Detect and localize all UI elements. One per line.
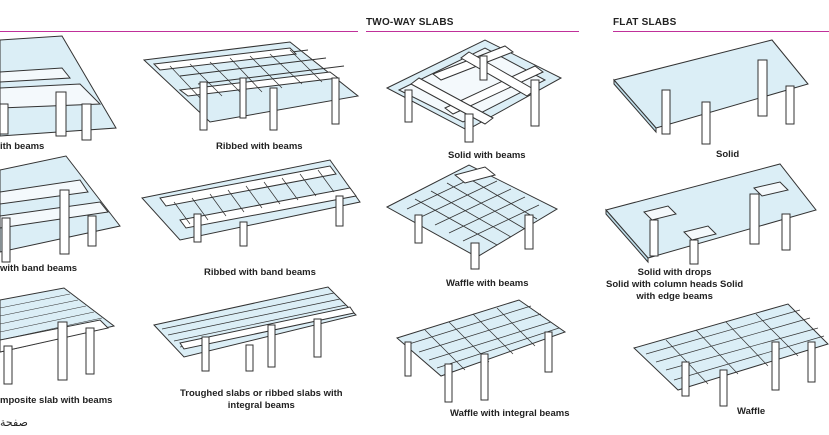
ribbed-with-beams-figure: [140, 38, 360, 138]
caption-flat-solid-with-drops: Solid with drops Solid with column heads…: [606, 267, 743, 303]
caption-two-way-solid-with-beams: Solid with beams: [448, 150, 526, 161]
troughed-slabs-figure: [150, 285, 360, 382]
flat-solid-with-drops-figure: [604, 162, 819, 271]
slab-with-band-beams-figure: [0, 152, 122, 269]
ribbed-with-band-beams-figure: [140, 158, 365, 253]
caption-line-troughed-1: Troughed slabs or ribbed slabs with: [180, 388, 343, 399]
composite-slab-with-beams-figure: [0, 282, 118, 397]
caption-line-solid-with-drops: Solid with drops: [637, 267, 712, 278]
slab-with-beams-figure: [0, 32, 120, 147]
caption-ribbed-with-beams: Ribbed with beams: [216, 141, 303, 152]
caption-flat-waffle: Waffle: [737, 406, 766, 417]
caption-waffle-with-integral-beams: Waffle with integral beams: [450, 408, 570, 419]
caption-with-band-beams: with band beams: [0, 263, 78, 274]
waffle-with-integral-beams-figure: [395, 296, 570, 411]
caption-line-edge-beams: with edge beams: [636, 291, 713, 302]
section-rule-two-way: [366, 31, 579, 32]
caption-waffle-with-beams: Waffle with beams: [446, 278, 529, 289]
two-way-solid-with-beams-figure: [385, 38, 565, 151]
flat-waffle-figure: [632, 300, 829, 413]
section-rule-one-way: [0, 31, 358, 32]
footer-arabic-text: صفحة: [0, 416, 28, 429]
flat-solid-figure: [612, 36, 812, 151]
caption-troughed-slabs: Troughed slabs or ribbed slabs with inte…: [180, 388, 343, 412]
caption-ribbed-with-band-beams: Ribbed with band beams: [204, 267, 316, 278]
waffle-with-beams-figure: [385, 163, 565, 278]
caption-slab-with-beams: ith beams: [0, 141, 45, 152]
section-rule-flat: [613, 31, 829, 32]
caption-line-solid-with-column-heads: Solid with column heads Solid: [606, 279, 744, 290]
caption-composite-slab-with-beams: mposite slab with beams: [0, 395, 113, 406]
caption-line-troughed-2: integral beams: [227, 400, 295, 411]
two-way-slabs-header: TWO-WAY SLABS: [366, 17, 454, 28]
caption-flat-solid: Solid: [716, 149, 740, 160]
flat-slabs-header: FLAT SLABS: [613, 17, 677, 28]
